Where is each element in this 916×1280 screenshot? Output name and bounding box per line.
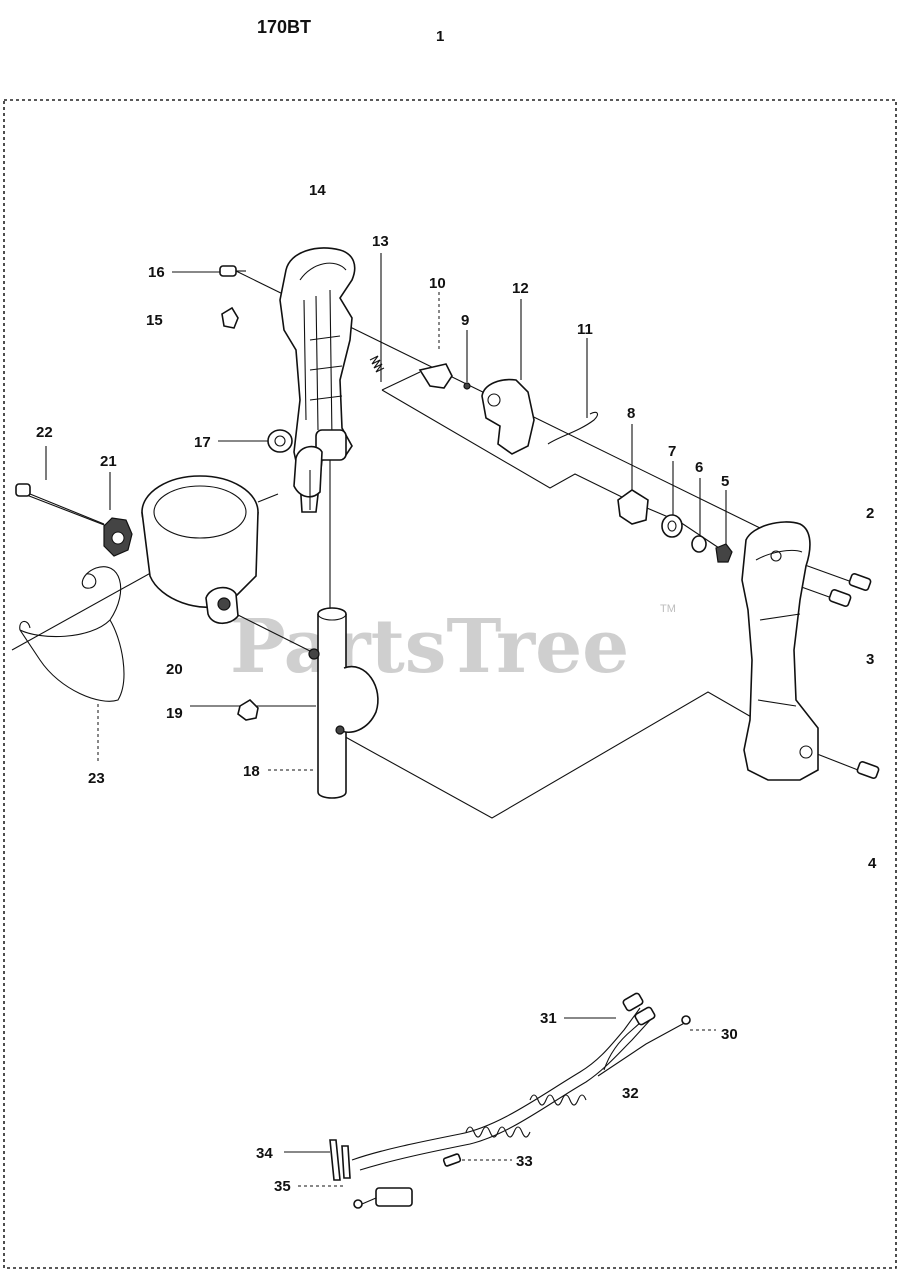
watermark-trademark: TM [660,603,676,615]
part-4-screw [856,760,880,780]
callout-23: 23 [88,770,105,787]
page-number: 1 [436,28,444,45]
throttle-handle [279,247,356,513]
callout-5: 5 [721,473,729,490]
assembly-lines [11,253,859,819]
part-19-nut [237,698,259,721]
callout-20: 20 [166,661,183,678]
part-23-strap [19,566,125,702]
callout-32: 32 [622,1085,639,1102]
callout-31: 31 [540,1010,557,1027]
callout-13: 13 [372,233,389,250]
part-12-trigger [481,378,535,455]
part-10-lever [418,363,453,389]
part-5-nut [715,543,733,563]
callout-17: 17 [194,434,211,451]
callout-9: 9 [461,312,469,329]
callout-33: 33 [516,1153,533,1170]
part-2-screws [828,572,872,608]
callout-14: 14 [309,182,326,199]
callout-19: 19 [166,705,183,722]
part-9-pin [463,382,471,390]
callout-6: 6 [695,459,703,476]
wiring-harness [284,992,716,1209]
model-number: 170BT [257,17,311,37]
part-8-clamp [617,489,649,525]
callout-3: 3 [866,651,874,668]
callout-11: 11 [577,321,593,338]
part-6-washer [691,535,707,553]
part-11-spring [547,411,599,445]
diagram-frame [3,99,897,1269]
callout-16: 16 [148,264,165,281]
callout-4: 4 [868,855,877,872]
watermark: PartsTree [230,604,629,690]
callout-15: 15 [146,312,163,329]
callout-18: 18 [243,763,260,780]
callout-10: 10 [429,275,446,292]
callout-7: 7 [668,443,676,460]
part-15-nut [221,306,239,329]
callout-22: 22 [36,424,53,441]
part-18-tube [308,607,379,799]
rear-handle [741,521,819,781]
part-21-knob [103,517,133,557]
part-22-screw [15,483,105,525]
part-7-bushing [661,514,683,538]
part-17-bushing [267,429,293,453]
callout-21: 21 [100,453,117,470]
part-20-clamp [141,475,259,625]
callout-34: 34 [256,1145,273,1162]
part-16-screw [219,265,246,277]
callout-35: 35 [274,1178,291,1195]
callout-12: 12 [512,280,529,297]
callout-30: 30 [721,1026,738,1043]
callout-8: 8 [627,405,635,422]
callout-2: 2 [866,505,874,522]
part-13-spring [369,355,385,373]
